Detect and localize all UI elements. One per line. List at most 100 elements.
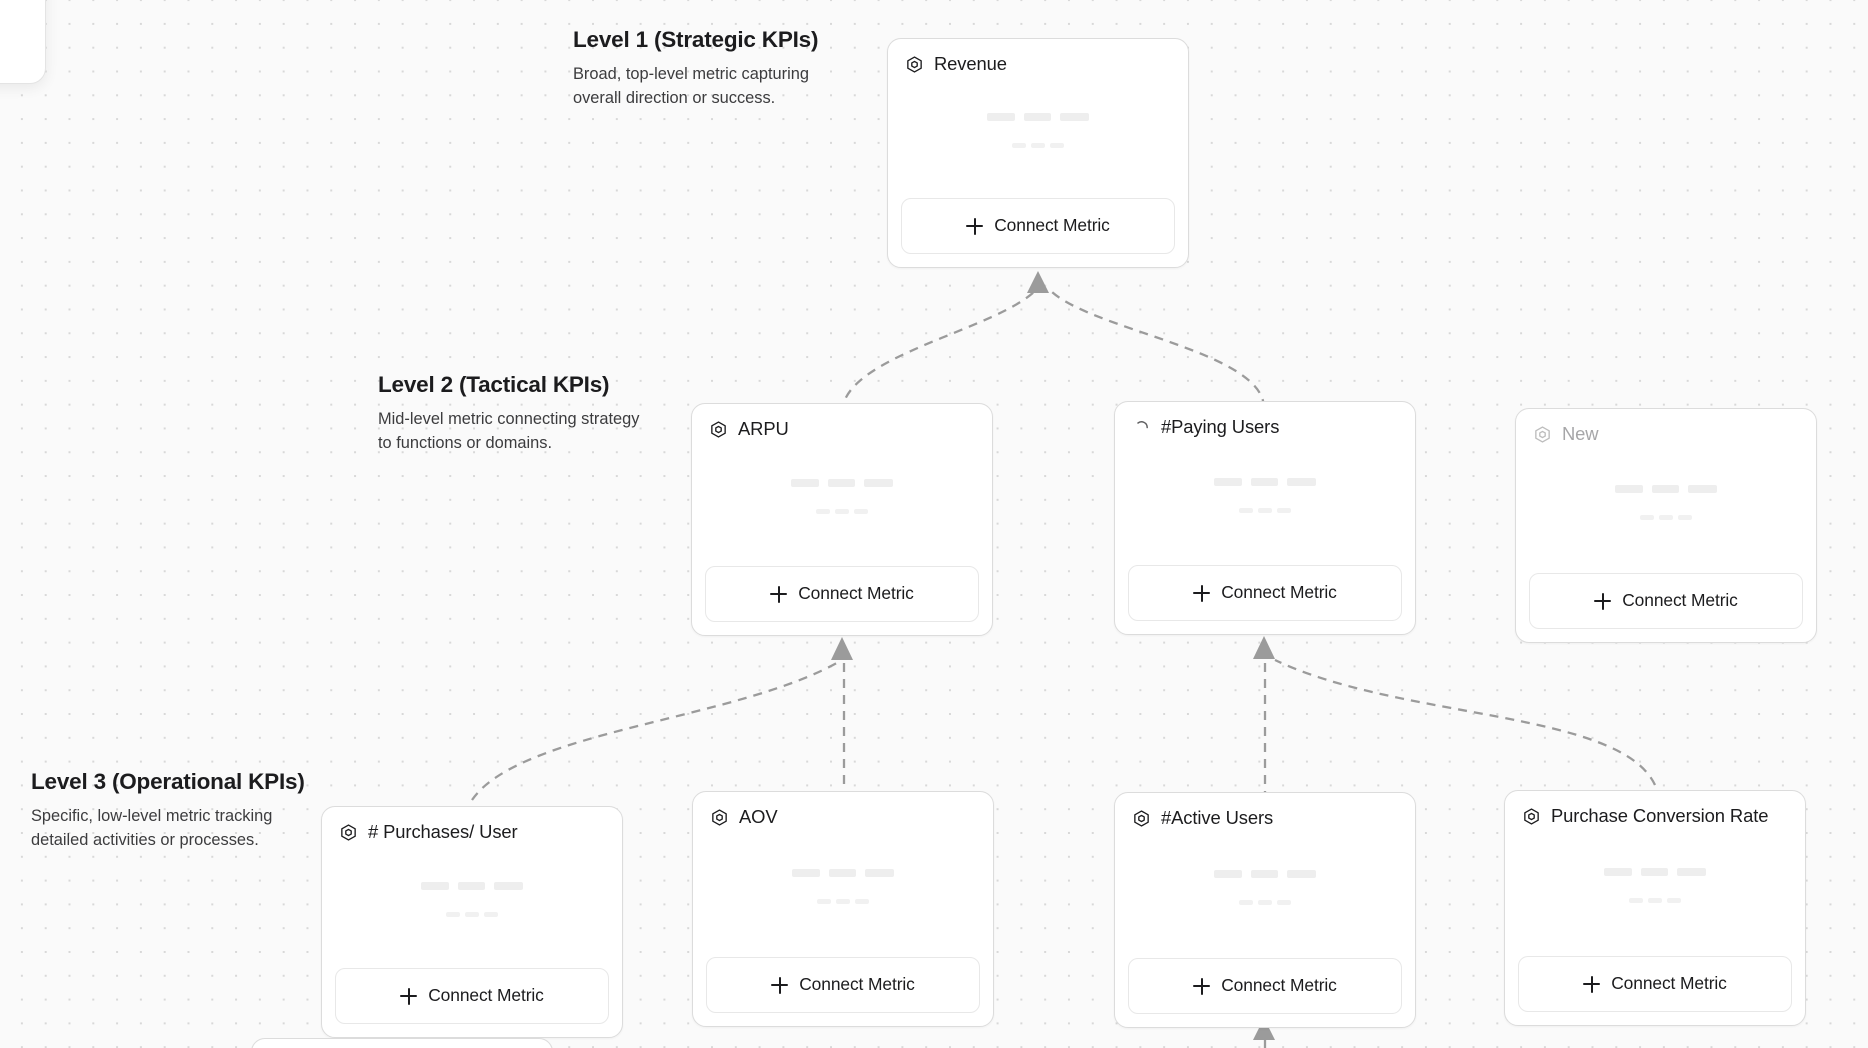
skeleton-bar	[458, 881, 485, 890]
metric-card-title: Revenue	[934, 53, 1007, 75]
skeleton-bar	[817, 898, 831, 904]
skeleton-bar	[1251, 869, 1278, 878]
skeleton-bar	[1012, 142, 1026, 148]
connect-metric-button[interactable]: Connect Metric	[335, 968, 609, 1024]
connect-metric-button[interactable]: Connect Metric	[706, 957, 980, 1013]
connect-metric-label: Connect Metric	[1622, 590, 1738, 611]
metric-card-offscreen-bottom[interactable]	[251, 1038, 553, 1048]
metric-card-title: New	[1562, 423, 1599, 445]
level-2-description: Mid-level metric connecting strategy to …	[378, 410, 640, 452]
connect-metric-button[interactable]: Connect Metric	[705, 566, 979, 622]
metric-card-header: Revenue	[901, 53, 1175, 74]
metric-card-title: #Active Users	[1161, 807, 1274, 829]
metric-card-aov[interactable]: AOV Connect Metric	[692, 791, 994, 1027]
skeleton-row-primary	[421, 881, 523, 890]
metric-card-skeleton	[1529, 444, 1803, 573]
skeleton-bar	[446, 911, 460, 917]
skeleton-bar	[1659, 515, 1673, 520]
skeleton-bar	[1031, 142, 1045, 148]
metric-card-title: #Paying Users	[1161, 416, 1280, 438]
skeleton-bar	[1277, 899, 1291, 905]
metric-card-header: ARPU	[705, 418, 979, 439]
skeleton-row-secondary	[816, 509, 868, 514]
skeleton-bar	[1239, 899, 1253, 905]
skeleton-bar	[1258, 899, 1272, 905]
skeleton-bar	[836, 898, 850, 904]
level-2-label: Level 2 (Tactical KPIs) Mid-level metric…	[378, 371, 668, 456]
skeleton-row-secondary	[446, 911, 498, 917]
skeleton-bar	[484, 911, 498, 917]
skeleton-row-primary	[1214, 477, 1316, 486]
skeleton-bar	[1688, 485, 1717, 493]
hexagon-metric-icon	[712, 809, 727, 826]
metric-card-header: New	[1529, 423, 1803, 444]
level-1-title: Level 1 (Strategic KPIs)	[573, 27, 819, 52]
connector-purchases-to-arpu	[471, 659, 843, 801]
metric-card-purchase-conversion-rate[interactable]: Purchase Conversion Rate Connect Metric	[1504, 790, 1806, 1026]
metric-card-arpu[interactable]: ARPU Connect Metric	[691, 403, 993, 636]
plus-icon	[1193, 977, 1211, 995]
skeleton-bar	[1641, 867, 1668, 876]
hexagon-metric-icon	[1524, 808, 1539, 825]
metric-card-title: AOV	[739, 806, 778, 828]
hexagon-metric-icon	[711, 421, 726, 438]
skeleton-bar	[791, 479, 819, 487]
metric-card-skeleton	[1518, 826, 1792, 956]
connector-arrowhead-revenue	[1027, 271, 1049, 293]
skeleton-row-primary	[1615, 485, 1717, 493]
skeleton-bar	[1277, 507, 1291, 513]
metric-card-revenue[interactable]: Revenue Connect Metric	[887, 38, 1189, 268]
metric-card-new[interactable]: New Connect Metric	[1515, 408, 1817, 643]
floating-corner-panel[interactable]	[0, 0, 46, 84]
connect-metric-label: Connect Metric	[799, 974, 915, 995]
metric-card-title: # Purchases/ User	[368, 821, 518, 843]
skeleton-bar	[1024, 112, 1051, 121]
connect-metric-button[interactable]: Connect Metric	[1128, 958, 1402, 1014]
metric-card-purchases-per-user[interactable]: # Purchases/ User Connect Metric	[321, 806, 623, 1038]
skeleton-bar	[1050, 142, 1064, 148]
skeleton-row-primary	[1604, 867, 1706, 876]
plus-icon	[400, 987, 418, 1005]
skeleton-bar	[465, 911, 479, 917]
level-3-label: Level 3 (Operational KPIs) Specific, low…	[31, 768, 321, 853]
level-3-description: Specific, low-level metric tracking deta…	[31, 807, 273, 849]
metric-card-skeleton	[1128, 437, 1402, 565]
plus-icon	[966, 217, 984, 235]
connect-metric-button[interactable]: Connect Metric	[901, 198, 1175, 254]
skeleton-bar	[1629, 897, 1643, 903]
skeleton-bar	[1604, 867, 1632, 876]
metric-card-title: ARPU	[738, 418, 789, 440]
skeleton-bar	[816, 509, 830, 514]
connect-metric-button[interactable]: Connect Metric	[1518, 956, 1792, 1012]
metric-card-skeleton	[706, 827, 980, 957]
metric-card-skeleton	[901, 74, 1175, 198]
skeleton-row-primary	[987, 112, 1089, 121]
skeleton-bar	[1677, 867, 1706, 876]
skeleton-bar	[1678, 515, 1692, 520]
metric-card-paying-users[interactable]: #Paying Users Connect Metric	[1114, 401, 1416, 635]
skeleton-bar	[854, 509, 868, 514]
connector-arrowhead-paying-users	[1253, 636, 1275, 659]
skeleton-row-secondary	[1640, 515, 1692, 520]
connect-metric-label: Connect Metric	[1221, 582, 1337, 603]
connect-metric-button[interactable]: Connect Metric	[1529, 573, 1803, 629]
skeleton-bar	[1060, 112, 1089, 121]
skeleton-row-secondary	[1239, 899, 1291, 905]
metric-card-skeleton	[705, 439, 979, 566]
skeleton-bar	[1251, 477, 1278, 486]
skeleton-bar	[1287, 477, 1316, 486]
skeleton-row-primary	[1214, 869, 1316, 878]
hexagon-metric-icon	[341, 824, 356, 841]
metric-card-active-users[interactable]: #Active Users Connect Metric	[1114, 792, 1416, 1028]
skeleton-bar	[829, 868, 856, 877]
metric-card-header: #Paying Users	[1128, 416, 1402, 437]
connect-metric-button[interactable]: Connect Metric	[1128, 565, 1402, 621]
plus-icon	[1594, 592, 1612, 610]
skeleton-bar	[865, 868, 894, 877]
connect-metric-label: Connect Metric	[1221, 975, 1337, 996]
skeleton-row-secondary	[1239, 507, 1291, 513]
metric-card-header: AOV	[706, 806, 980, 827]
plus-icon	[1583, 975, 1601, 993]
skeleton-bar	[421, 881, 449, 890]
